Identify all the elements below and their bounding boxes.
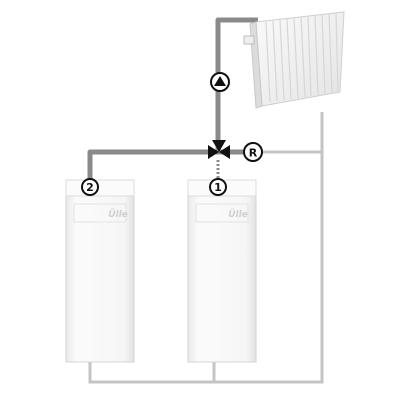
return-marker-label: R bbox=[249, 147, 258, 160]
boiler-one-marker-label: 1 bbox=[214, 181, 222, 194]
return-marker: R bbox=[243, 142, 263, 162]
boiler-one: Ülle bbox=[187, 179, 257, 363]
boiler-one-brand: Ülle bbox=[228, 209, 248, 220]
radiator-icon bbox=[243, 11, 345, 109]
boiler-two-marker-label: 2 bbox=[86, 181, 94, 194]
boiler-two-marker: 2 bbox=[81, 178, 99, 196]
flow-pipes bbox=[87, 17, 258, 182]
return-pipe-main bbox=[88, 112, 324, 384]
flow-pipe-radiator-supply bbox=[215, 17, 258, 152]
return-pipes bbox=[88, 112, 324, 384]
pump-icon bbox=[210, 72, 230, 92]
three-way-valve-icon bbox=[208, 140, 230, 159]
boiler-one-marker: 1 bbox=[209, 178, 227, 196]
boiler-two: Ülle bbox=[65, 179, 135, 363]
boiler-two-brand: Ülle bbox=[108, 209, 128, 220]
flow-pipe-boiler-two bbox=[87, 149, 218, 182]
